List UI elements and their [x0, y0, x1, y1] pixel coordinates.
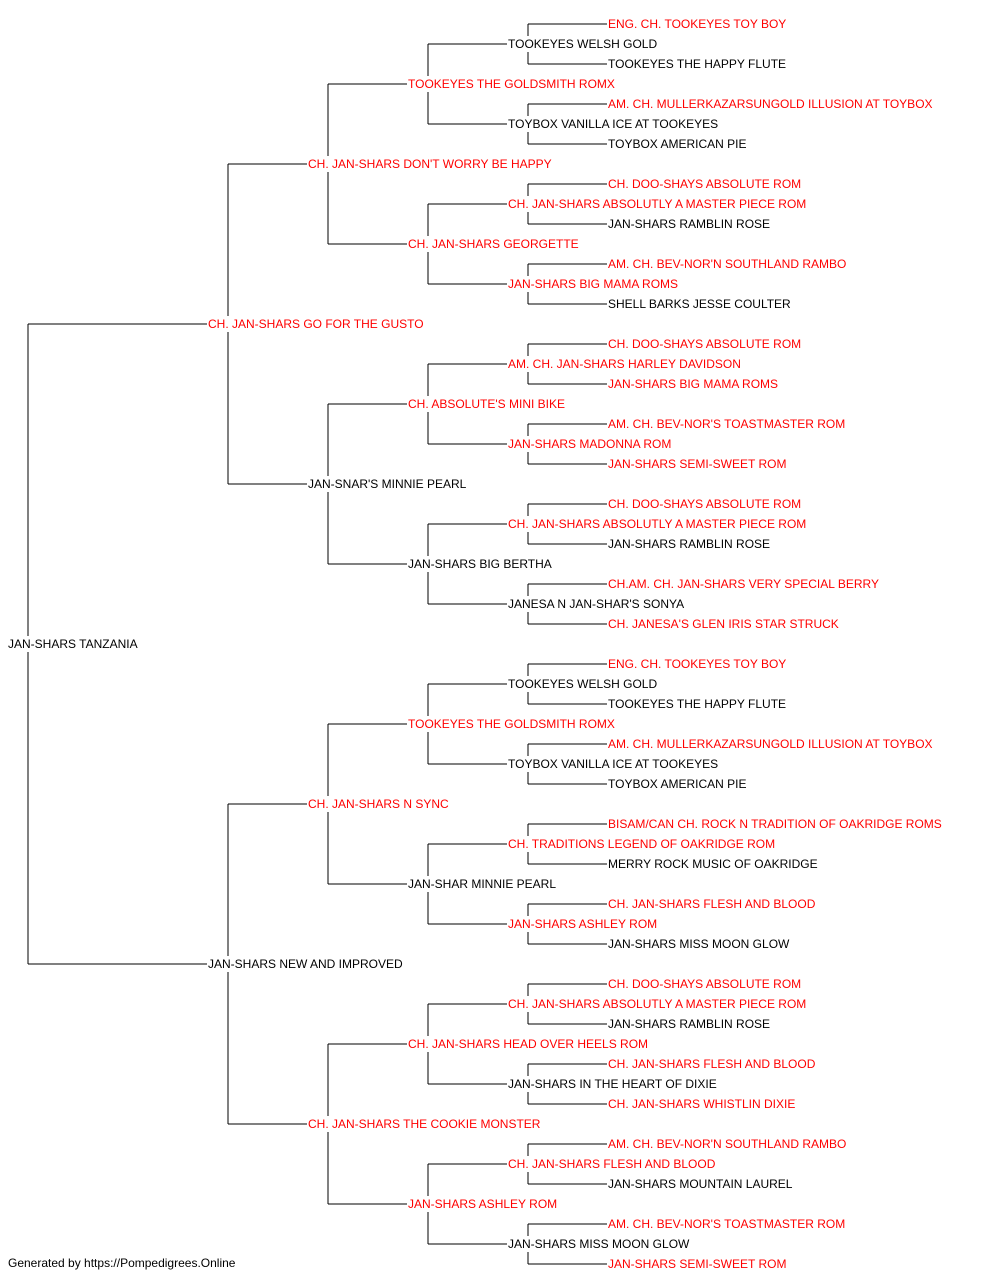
ancestor-name: ENG. CH. TOOKEYES TOY BOY	[608, 657, 786, 671]
ancestor-name: JAN-SHARS MADONNA ROM	[508, 437, 671, 451]
ancestor-name: JAN-SHARS ASHLEY ROM	[508, 917, 657, 931]
ancestor-name: TOYBOX VANILLA ICE AT TOOKEYES	[508, 757, 718, 771]
ancestor-name: TOYBOX VANILLA ICE AT TOOKEYES	[508, 117, 718, 131]
ancestor-name: TOOKEYES THE HAPPY FLUTE	[608, 57, 786, 71]
ancestor-name: CH. DOO-SHAYS ABSOLUTE ROM	[608, 497, 801, 511]
ancestor-name: CH. DOO-SHAYS ABSOLUTE ROM	[608, 977, 801, 991]
generated-by-footer: Generated by https://Pompedigrees.Online	[8, 1256, 236, 1270]
ancestor-name: CH. JAN-SHARS ABSOLUTLY A MASTER PIECE R…	[508, 517, 806, 531]
ancestor-name: CH. JAN-SHARS HEAD OVER HEELS ROM	[408, 1037, 648, 1051]
ancestor-name: MERRY ROCK MUSIC OF OAKRIDGE	[608, 857, 818, 871]
ancestor-name: JAN-SHARS RAMBLIN ROSE	[608, 1017, 770, 1031]
ancestor-name: JAN-SHARS BIG MAMA ROMS	[508, 277, 678, 291]
ancestor-name: CH. DOO-SHAYS ABSOLUTE ROM	[608, 177, 801, 191]
ancestor-name: JAN-SHARS NEW AND IMPROVED	[208, 957, 403, 971]
ancestor-name: JAN-SHARS BIG MAMA ROMS	[608, 377, 778, 391]
ancestor-name: AM. CH. BEV-NOR'S TOASTMASTER ROM	[608, 417, 845, 431]
ancestor-name: JAN-SHARS RAMBLIN ROSE	[608, 217, 770, 231]
ancestor-name: JANESA N JAN-SHAR'S SONYA	[508, 597, 684, 611]
ancestor-name: TOOKEYES THE HAPPY FLUTE	[608, 697, 786, 711]
ancestor-name: JAN-SHARS SEMI-SWEET ROM	[608, 457, 786, 471]
subject-dog-name: JAN-SHARS TANZANIA	[8, 637, 138, 651]
ancestor-name: JAN-SHARS BIG BERTHA	[408, 557, 552, 571]
ancestor-name: CH. JAN-SHARS WHISTLIN DIXIE	[608, 1097, 795, 1111]
ancestor-name: CH. JAN-SHARS FLESH AND BLOOD	[508, 1157, 716, 1171]
ancestor-name: AM. CH. MULLERKAZARSUNGOLD ILLUSION AT T…	[608, 737, 933, 751]
ancestor-name: JAN-SHARS MOUNTAIN LAUREL	[608, 1177, 793, 1191]
ancestor-name: JAN-SHARS SEMI-SWEET ROM	[608, 1257, 786, 1271]
pedigree-connector-lines	[27, 23, 607, 1265]
ancestor-name: CH. JAN-SHARS DON'T WORRY BE HAPPY	[308, 157, 552, 171]
ancestor-name: CH. JAN-SHARS FLESH AND BLOOD	[608, 1057, 816, 1071]
ancestor-name: CH. JAN-SHARS ABSOLUTLY A MASTER PIECE R…	[508, 997, 806, 1011]
ancestor-name: CH. JANESA'S GLEN IRIS STAR STRUCK	[608, 617, 839, 631]
ancestor-name: JAN-SHARS MISS MOON GLOW	[508, 1237, 690, 1251]
ancestor-name: JAN-SHARS IN THE HEART OF DIXIE	[508, 1077, 717, 1091]
ancestor-name: TOOKEYES WELSH GOLD	[508, 677, 657, 691]
ancestor-name: CH. JAN-SHARS THE COOKIE MONSTER	[308, 1117, 541, 1131]
ancestor-name: CH. ABSOLUTE'S MINI BIKE	[408, 397, 565, 411]
ancestor-name: ENG. CH. TOOKEYES TOY BOY	[608, 17, 786, 31]
ancestor-name: AM. CH. JAN-SHARS HARLEY DAVIDSON	[508, 357, 741, 371]
ancestor-name: JAN-SHARS ASHLEY ROM	[408, 1197, 557, 1211]
ancestor-name: TOYBOX AMERICAN PIE	[608, 777, 746, 791]
ancestor-name: JAN-SHAR MINNIE PEARL	[408, 877, 556, 891]
ancestor-name: TOYBOX AMERICAN PIE	[608, 137, 746, 151]
pedigree-names: ENG. CH. TOOKEYES TOY BOY TOOKEYES THE HA…	[8, 17, 942, 1271]
ancestor-name: TOOKEYES THE GOLDSMITH ROMX	[408, 717, 615, 731]
ancestor-name: CH. JAN-SHARS GO FOR THE GUSTO	[208, 317, 424, 331]
ancestor-name: CH. JAN-SHARS ABSOLUTLY A MASTER PIECE R…	[508, 197, 806, 211]
ancestor-name: JAN-SHARS RAMBLIN ROSE	[608, 537, 770, 551]
ancestor-name: CH. TRADITIONS LEGEND OF OAKRIDGE ROM	[508, 837, 775, 851]
ancestor-name: AM. CH. BEV-NOR'N SOUTHLAND RAMBO	[608, 1137, 846, 1151]
ancestor-name: CH. JAN-SHARS FLESH AND BLOOD	[608, 897, 816, 911]
ancestor-name: SHELL BARKS JESSE COULTER	[608, 297, 791, 311]
ancestor-name: CH. JAN-SHARS GEORGETTE	[408, 237, 579, 251]
ancestor-name: CH. JAN-SHARS N SYNC	[308, 797, 449, 811]
ancestor-name: TOOKEYES THE GOLDSMITH ROMX	[408, 77, 615, 91]
ancestor-name: BISAM/CAN CH. ROCK N TRADITION OF OAKRID…	[608, 817, 942, 831]
ancestor-name: TOOKEYES WELSH GOLD	[508, 37, 657, 51]
ancestor-name: CH. DOO-SHAYS ABSOLUTE ROM	[608, 337, 801, 351]
ancestor-name: AM. CH. MULLERKAZARSUNGOLD ILLUSION AT T…	[608, 97, 933, 111]
ancestor-name: AM. CH. BEV-NOR'N SOUTHLAND RAMBO	[608, 257, 846, 271]
ancestor-name: JAN-SNAR'S MINNIE PEARL	[308, 477, 467, 491]
ancestor-name: CH.AM. CH. JAN-SHARS VERY SPECIAL BERRY	[608, 577, 879, 591]
ancestor-name: AM. CH. BEV-NOR'S TOASTMASTER ROM	[608, 1217, 845, 1231]
ancestor-name: JAN-SHARS MISS MOON GLOW	[608, 937, 790, 951]
